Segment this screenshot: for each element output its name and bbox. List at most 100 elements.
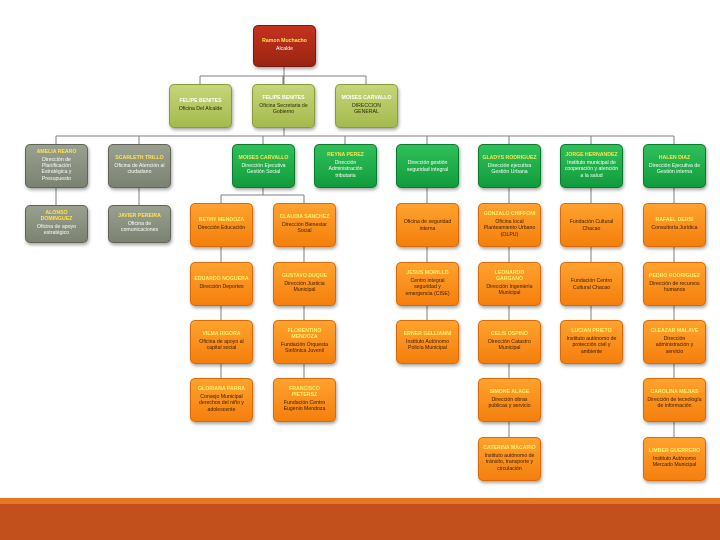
unit-public-works-role: Dirección obras publicas y servicio (488, 397, 531, 410)
head-planning-name: AMELIA REARO (36, 149, 77, 156)
head-urban-role: Dirección ejecutiva Gestión Urbana (487, 163, 532, 176)
unit-eugenio-mendoza-role: Fundación Centro Eugenio Mendoza (283, 400, 326, 413)
staff-general-direction-name: MOISES CARVALLO (341, 95, 392, 102)
unit-human-resources-name: PEDRO RODRIGUEZ (648, 273, 700, 280)
head-citizen-box: SCARLETH TRILLO Oficina de Atención al c… (108, 144, 171, 188)
unit-sports-name: EDUARDO NOGUERA (194, 276, 249, 283)
staff-secretary-name: FELIPE BENITES (262, 95, 305, 102)
unit-social-capital-box: VILMA RIGORA Oficina de apoyo al capital… (190, 320, 253, 364)
unit-internal-security-role: Oficina de seguridad interna (403, 219, 452, 232)
unit-civil-protection-box: LUCIAN PRIETO Instituto autónomo de prot… (560, 320, 623, 364)
unit-social-welfare-box: CLAUDIA SANCHEZ Dirección Bienestar Soci… (273, 203, 336, 247)
mayor-box: Ramon Muchacho Alcalde (253, 25, 316, 67)
head-urban-name: GLADYS RODRIGUEZ (482, 155, 537, 162)
unit-education-box: BETHY MENDOZA Dirección Educación (190, 203, 253, 247)
unit-municipal-police-box: ERNER GELLIANNI Instituto Autónomo Polic… (396, 320, 459, 364)
unit-municipal-police-name: ERNER GELLIANNI (403, 331, 452, 338)
unit-communications-name: JAVIER PEREIRA (118, 213, 161, 220)
head-tax-name: REYNA PEREZ (327, 152, 364, 159)
unit-municipal-police-role: Instituto Autónomo Policía Municipal (406, 339, 449, 352)
unit-social-capital-name: VILMA RIGORA (202, 331, 241, 338)
staff-general-direction-role: DIRECCION GENERAL (351, 103, 382, 116)
head-urban-box: GLADYS RODRIGUEZ Dirección ejecutiva Ges… (478, 144, 541, 188)
unit-youth-orchestra-box: FLORENTINO MENDOZA Fundación Orquesta Si… (273, 320, 336, 364)
mayor-name: Ramon Muchacho (262, 38, 307, 45)
unit-cultural-center-role: Fundación Centro Cultural Chacao (570, 278, 613, 291)
unit-transit-box: CATERINA MACARIO Instituto autónomo de t… (478, 437, 541, 481)
unit-cise-name: JESUS MORILLO (406, 270, 449, 277)
unit-municipal-market-box: LIMBER GUERRERO Instituto Autónomo Merca… (643, 437, 706, 481)
unit-internal-security-box: Oficina de seguridad interna (396, 203, 459, 247)
unit-communications-box: JAVIER PEREIRA Oficina de comunicaciones (108, 205, 171, 243)
mayor-role: Alcalde (275, 46, 293, 53)
head-health-box: JORGE HERNANDEZ Instituto municipal de c… (560, 144, 623, 188)
unit-cise-role: Centro integral seguridad y emergencia (… (405, 278, 450, 297)
head-social-box: MOISES CARVALLO Dirección Ejecutiva Gest… (232, 144, 295, 188)
head-tax-role: Dirección Administración tributaria (328, 160, 363, 179)
unit-communications-role: Oficina de comunicaciones (120, 221, 159, 234)
staff-secretary-box: FELIPE BENITES Oficina Secretaria de Gob… (252, 84, 315, 128)
unit-olpu-box: GONZALO CHIFFONI Oficina local Planteami… (478, 203, 541, 247)
unit-eugenio-mendoza-box: FRANCISCO PIETERSZ Fundación Centro Euge… (273, 378, 336, 422)
head-security-role: Dirección gestión seguridad integral (406, 160, 449, 173)
head-internal-role: Dirección Ejecutiva de Gestión interna (648, 163, 701, 176)
unit-administration-name: CLEAZAR MALAVE (650, 328, 699, 335)
unit-strategic-support-role: Oficina de apoyo estratégico (37, 224, 76, 237)
unit-administration-role: Dirección administración y servicio (655, 336, 694, 355)
unit-sports-role: Dirección Deportes (199, 284, 244, 291)
unit-cadastre-name: CELIS OSPINO (491, 331, 528, 338)
unit-cadastre-box: CELIS OSPINO Dirección Catastro Municipa… (478, 320, 541, 364)
unit-olpu-role: Oficina local Planteamiento Urbano (OLPU… (483, 219, 536, 238)
head-social-role: Dirección Ejecutiva Gestión Social (241, 163, 286, 176)
unit-social-welfare-name: CLAUDIA SANCHEZ (279, 214, 330, 221)
footer-rust-band (0, 504, 720, 540)
unit-municipal-engineering-name: LEONARDO GARGANO (494, 270, 525, 283)
unit-information-technology-box: CAROLINA MEJIAS Dirección de tecnología … (643, 378, 706, 422)
head-citizen-name: SCARLETH TRILLO (115, 155, 164, 162)
head-internal-box: HALEN DIAZ Dirección Ejecutiva de Gestió… (643, 144, 706, 188)
staff-secretary-role: Oficina Secretaria de Gobierno (259, 103, 308, 116)
unit-public-works-box: SIMONE ALAGE Dirección obras publicas y … (478, 378, 541, 422)
unit-cultural-center-box: Fundación Centro Cultural Chacao (560, 262, 623, 306)
unit-legal-box: RAFAEL DERSI Consultoría Jurídica (643, 203, 706, 247)
unit-cultural-foundation-role: Fundación Cultural Chacao (569, 219, 614, 232)
unit-municipal-engineering-box: LEONARDO GARGANO Dirección Ingeniería Mu… (478, 262, 541, 306)
staff-office-mayor-role: Oficina Del Alcalde (178, 106, 223, 113)
unit-olpu-name: GONZALO CHIFFONI (483, 211, 536, 218)
footer-orange-band (0, 498, 720, 504)
head-planning-box: AMELIA REARO Dirección de Planificación … (25, 144, 88, 188)
unit-youth-orchestra-role: Fundación Orquesta Sinfónica Juvenil (280, 342, 328, 355)
unit-civil-protection-name: LUCIAN PRIETO (571, 328, 612, 335)
unit-strategic-support-box: ALONSO DOMINGUEZ Oficina de apoyo estrat… (25, 205, 88, 243)
head-security-box: Dirección gestión seguridad integral (396, 144, 459, 188)
unit-municipal-justice-role: Dirección Justicia Municipal (284, 281, 325, 294)
unit-civil-protection-role: Instituto autónomo de protección civil y… (566, 336, 617, 355)
unit-sports-box: EDUARDO NOGUERA Dirección Deportes (190, 262, 253, 306)
unit-human-resources-box: PEDRO RODRIGUEZ Dirección de recursos hu… (643, 262, 706, 306)
head-health-role: Instituto municipal de cooperación y ate… (564, 160, 619, 179)
unit-child-rights-role: Consejo Municipal derechos del niño y ad… (199, 394, 244, 413)
head-tax-box: REYNA PEREZ Dirección Administración tri… (314, 144, 377, 188)
unit-child-rights-box: GLORIANA PARRA Consejo Municipal derecho… (190, 378, 253, 422)
unit-transit-name: CATERINA MACARIO (483, 445, 536, 452)
staff-general-direction-box: MOISES CARVALLO DIRECCION GENERAL (335, 84, 398, 128)
unit-cadastre-role: Dirección Catastro Municipal (488, 339, 531, 352)
unit-human-resources-role: Dirección de recursos humanos (649, 281, 700, 294)
unit-municipal-justice-box: GUSTAVO DUQUE Dirección Justicia Municip… (273, 262, 336, 306)
unit-municipal-justice-name: GUSTAVO DUQUE (281, 273, 328, 280)
unit-eugenio-mendoza-name: FRANCISCO PIETERSZ (289, 386, 320, 399)
unit-municipal-engineering-role: Dirección Ingeniería Municipal (486, 284, 533, 297)
unit-municipal-market-name: LIMBER GUERRERO (648, 448, 701, 455)
unit-information-technology-name: CAROLINA MEJIAS (650, 389, 699, 396)
head-health-name: JORGE HERNANDEZ (565, 152, 618, 159)
head-internal-name: HALEN DIAZ (658, 155, 691, 162)
unit-strategic-support-name: ALONSO DOMINGUEZ (40, 210, 73, 223)
unit-social-capital-role: Oficina de apoyo al capital social (199, 339, 244, 352)
unit-municipal-market-role: Instituto Autónomo Mercado Municipal (652, 456, 697, 469)
head-planning-role: Dirección de Planificación Estratégica y… (41, 157, 72, 182)
unit-public-works-name: SIMONE ALAGE (489, 389, 530, 396)
head-citizen-role: Oficina de Atención al ciudadano (114, 163, 165, 176)
unit-legal-role: Consultoría Jurídica (651, 225, 698, 232)
head-social-name: MOISES CARVALLO (238, 155, 289, 162)
unit-child-rights-name: GLORIANA PARRA (198, 386, 245, 393)
